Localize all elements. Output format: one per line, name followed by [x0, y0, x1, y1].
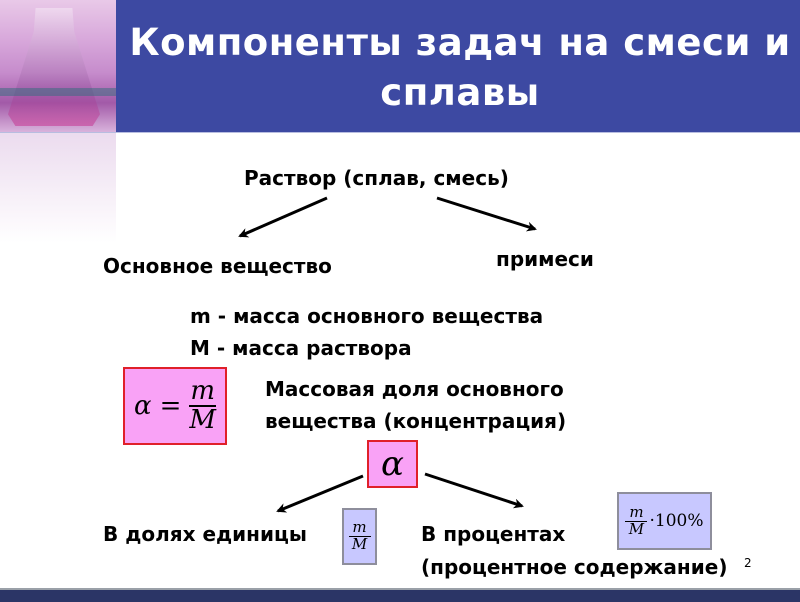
fraction-denominator: M	[351, 535, 368, 553]
arrow-to-main-substance	[238, 196, 328, 238]
fraction-denominator: M	[189, 404, 216, 435]
percent-formula-box: m M ·100%	[617, 492, 712, 550]
fraction-formula-box: m M	[342, 508, 377, 565]
percent-content-label: (процентное содержание)	[421, 555, 728, 579]
flask-image	[0, 0, 116, 132]
impurities-label: примеси	[496, 247, 594, 271]
fraction: m M	[189, 375, 216, 435]
percent-multiplier: ·100%	[649, 511, 704, 531]
flask-reflection	[0, 133, 116, 243]
fraction-numerator: m	[352, 518, 367, 537]
fraction-bar	[189, 405, 216, 407]
equals-sign: =	[159, 391, 182, 421]
flask-liquid-line	[0, 88, 116, 96]
fraction-bar	[348, 536, 371, 537]
fraction-denominator: M	[628, 519, 645, 538]
fraction: m M	[625, 502, 648, 538]
definition-m: m - масса основного вещества	[190, 304, 544, 328]
arrow-to-percent	[424, 472, 524, 509]
fraction: m M	[348, 518, 371, 553]
root-solution-label: Раствор (сплав, смесь)	[244, 166, 509, 190]
percent-label: В процентах	[421, 522, 566, 546]
title-bar: Компоненты задач на смеси и сплавы	[0, 0, 800, 133]
arrow-to-impurities	[436, 196, 537, 232]
arrow-to-fraction	[276, 474, 364, 513]
fraction-numerator: m	[190, 375, 215, 406]
alpha-box: α	[367, 440, 418, 488]
main-substance-label: Основное вещество	[103, 254, 332, 278]
formula-caption-line1: Массовая доля основного	[265, 377, 564, 401]
alpha-symbol: α	[381, 444, 404, 484]
definition-M: M - масса раствора	[190, 336, 412, 360]
fraction-bar	[625, 520, 648, 522]
fraction-numerator: m	[629, 502, 644, 521]
slide-number: 2	[744, 556, 752, 570]
formula-caption-line2: вещества (концентрация)	[265, 409, 567, 433]
footer-bar	[0, 588, 800, 602]
slide-title: Компоненты задач на смеси и сплавы	[129, 21, 791, 114]
mass-fraction-formula: α = m M	[123, 367, 227, 445]
alpha-symbol: α	[134, 391, 152, 421]
fraction-of-unit-label: В долях единицы	[103, 522, 307, 546]
